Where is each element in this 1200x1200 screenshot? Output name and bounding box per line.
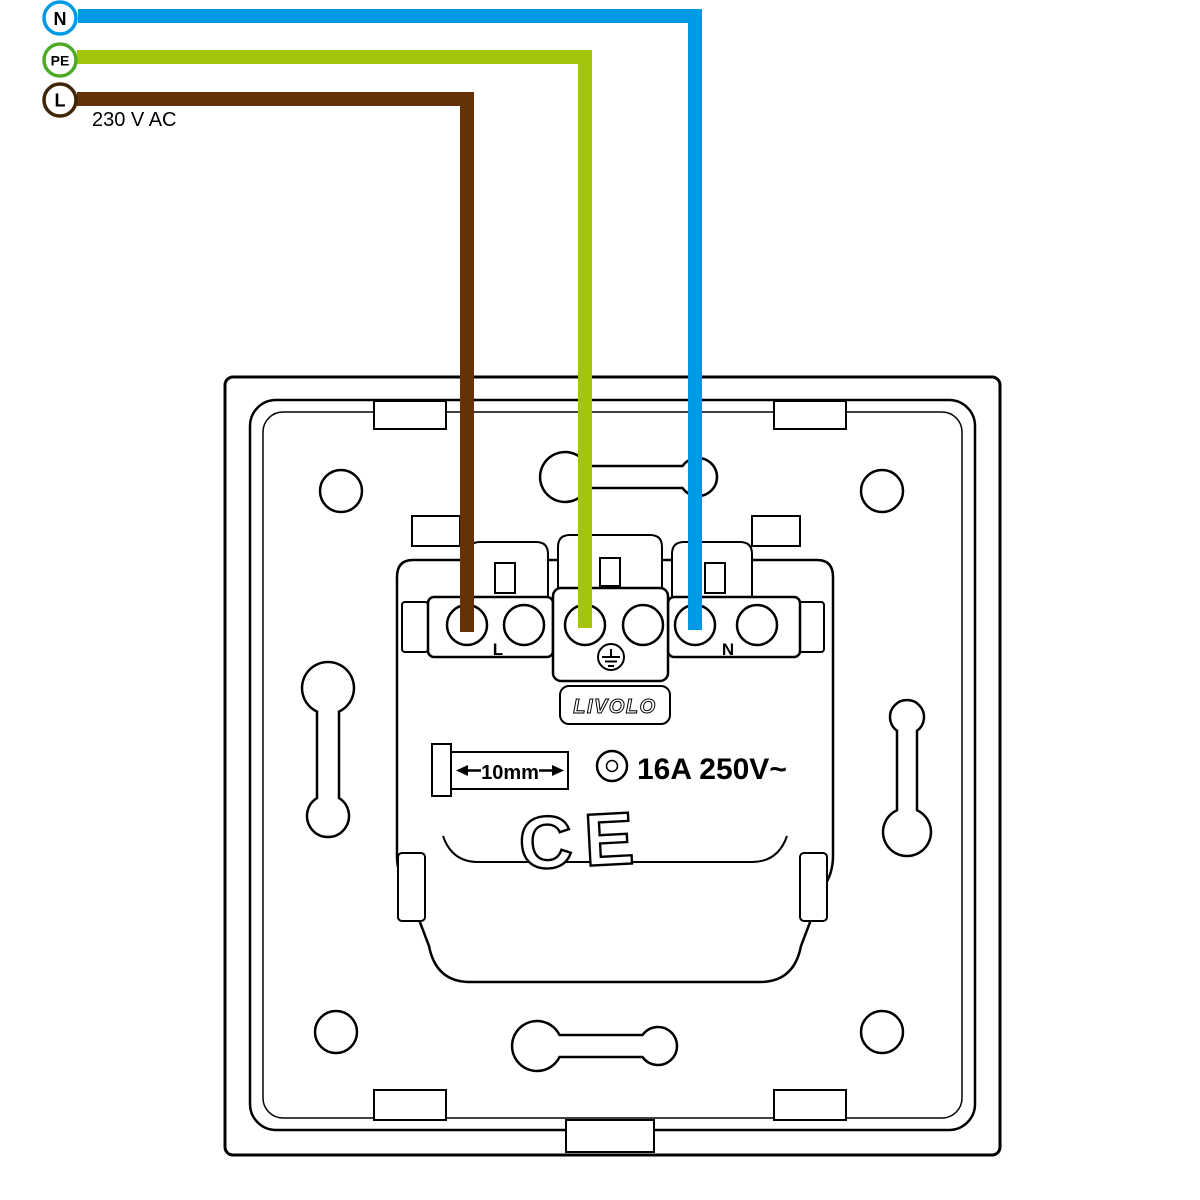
earth-badge bbox=[42, 42, 78, 78]
voltage-label: 230 V AC bbox=[92, 109, 177, 131]
ce-mark: CE bbox=[517, 796, 648, 886]
live-wire bbox=[77, 92, 474, 632]
supply-wires bbox=[77, 9, 702, 632]
terminal-label-neutral: N bbox=[722, 640, 734, 659]
cover-screw-icon bbox=[595, 749, 629, 783]
clamp-screw-left bbox=[494, 562, 516, 594]
earth-badge-label: PE bbox=[51, 53, 70, 69]
wire-legend: N PE L 230 V AC bbox=[42, 0, 177, 131]
live-badge-label: L bbox=[55, 91, 66, 111]
keyhole-slot-left bbox=[300, 660, 356, 839]
earth-wire bbox=[77, 50, 592, 628]
keyhole-slot-bottom bbox=[510, 1019, 679, 1073]
keyhole-slot-right bbox=[881, 698, 933, 858]
frame-tab-top-left bbox=[373, 400, 447, 430]
socket-module: L N LIVOLO 10mm bbox=[395, 515, 835, 984]
module-seam bbox=[442, 835, 788, 863]
brand-badge: LIVOLO bbox=[559, 685, 671, 725]
strip-length-gauge: 10mm bbox=[431, 743, 569, 797]
neutral-wire bbox=[78, 9, 702, 630]
terminal-label-live: L bbox=[493, 640, 503, 659]
neutral-badge-label: N bbox=[54, 9, 67, 29]
module-fixing-slot-right bbox=[799, 852, 828, 922]
terminal-hole-live-2 bbox=[502, 603, 546, 647]
strip-arrow-right-icon bbox=[552, 765, 564, 776]
frame-tab-bottom-center bbox=[565, 1119, 655, 1153]
rating-label: 16A 250V~ bbox=[637, 753, 787, 786]
screw-hole-top-right bbox=[859, 468, 905, 514]
cover-screw-center-icon bbox=[605, 759, 619, 773]
module-fixing-slot-left bbox=[397, 852, 426, 922]
strip-gauge-end bbox=[431, 743, 452, 797]
frame-inner-edge-2 bbox=[262, 411, 963, 1119]
clamp-tab-left bbox=[411, 515, 461, 547]
terminal-endcap-right bbox=[797, 601, 825, 653]
strip-length-label: 10mm bbox=[481, 762, 539, 784]
live-badge bbox=[42, 82, 78, 118]
screw-hole-top-left bbox=[318, 468, 364, 514]
terminal-hole-earth-2 bbox=[621, 603, 665, 647]
terminal-endcap-left bbox=[401, 601, 429, 653]
screw-hole-bottom-left bbox=[313, 1009, 359, 1055]
strip-arrow-left-icon bbox=[456, 765, 468, 776]
brand-badge-frame bbox=[559, 685, 671, 725]
frame-tab-bottom-left bbox=[373, 1089, 447, 1121]
earth-symbol-icon bbox=[597, 643, 625, 671]
screw-hole-bottom-right bbox=[859, 1009, 905, 1055]
neutral-badge bbox=[42, 0, 78, 36]
clamp-tab-right bbox=[751, 515, 801, 547]
brand-logo-text: LIVOLO bbox=[573, 696, 656, 718]
clamp-screw-right bbox=[704, 562, 726, 594]
frame-tab-top-right bbox=[773, 400, 847, 430]
clamp-screw-middle bbox=[599, 557, 621, 587]
terminal-hole-neutral-2 bbox=[735, 603, 779, 647]
frame-tab-bottom-right bbox=[773, 1089, 847, 1121]
